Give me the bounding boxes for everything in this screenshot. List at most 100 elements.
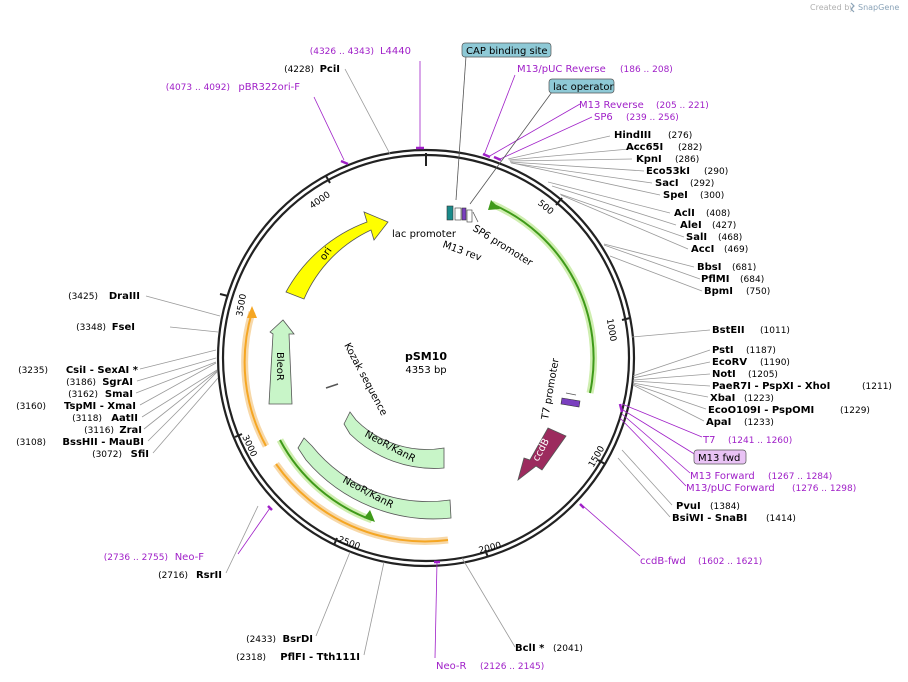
enzyme-pos: (3425) bbox=[68, 292, 98, 302]
enzyme-pos: (1187) bbox=[746, 346, 776, 356]
tick-mark bbox=[597, 459, 606, 465]
orf-arcs bbox=[241, 200, 598, 545]
enzyme-pos: (3348) bbox=[76, 323, 106, 333]
feature-kozak[interactable] bbox=[325, 383, 339, 389]
tick-mark bbox=[234, 433, 243, 438]
enzyme-name: AclI bbox=[674, 208, 695, 219]
plasmid-length: 4353 bp bbox=[405, 365, 446, 376]
enzyme-name: XbaI bbox=[710, 393, 735, 404]
enzyme-pos: (3116) bbox=[84, 426, 114, 436]
enzyme-pos: (3160) bbox=[16, 402, 46, 412]
primer-pos: (1241 .. 1260) bbox=[728, 436, 792, 446]
enzyme-pos: (684) bbox=[740, 275, 764, 285]
enzyme-pos: (300) bbox=[700, 191, 724, 201]
enzyme-pos: (681) bbox=[732, 263, 756, 273]
primer-labels: L4440(4326 .. 4343) pBR322ori-F(4073 .. … bbox=[104, 46, 857, 672]
lac-operator-box[interactable]: lac operator bbox=[548, 78, 614, 94]
m13-fwd-box bbox=[693, 449, 747, 465]
feature-t7-promoter[interactable] bbox=[560, 392, 581, 408]
tick-mark bbox=[333, 537, 338, 546]
box-leaders bbox=[455, 55, 553, 205]
enzyme-name: Eco53kI bbox=[646, 166, 690, 177]
enzyme-pos: (1211) bbox=[862, 382, 892, 392]
enzyme-name: SpeI bbox=[663, 190, 688, 201]
enzyme-name: FseI bbox=[112, 322, 135, 333]
enzyme-name: NotI bbox=[712, 369, 736, 380]
primer-pos: (1602 .. 1621) bbox=[698, 557, 762, 567]
cap-binding-site-box[interactable]: CAP binding site bbox=[461, 42, 552, 58]
credit-brand: SnapGene bbox=[858, 3, 899, 12]
enzyme-name: AleI bbox=[680, 220, 702, 231]
enzyme-name: ApaI bbox=[706, 417, 731, 428]
enzyme-pos: (286) bbox=[675, 155, 699, 165]
tick-mark bbox=[621, 317, 631, 321]
enzyme-name: BclI * bbox=[515, 643, 545, 654]
enzyme-name: BstEII bbox=[712, 325, 745, 336]
primer-pos: (239 .. 256) bbox=[626, 113, 679, 123]
feature-bleor[interactable]: BleoR bbox=[268, 319, 295, 405]
primer-pos: (4073 .. 4092) bbox=[166, 83, 230, 93]
enzyme-pos: (750) bbox=[746, 287, 770, 297]
enzyme-pos: (2318) bbox=[236, 653, 266, 663]
feature-promoters-top[interactable] bbox=[446, 205, 479, 223]
primer-name: M13 fwd bbox=[698, 453, 740, 464]
enzyme-name: RsrII bbox=[196, 570, 222, 581]
enzyme-name: SfiI bbox=[131, 449, 149, 460]
enzyme-name: SalI bbox=[686, 232, 707, 243]
enzyme-name: DraIII bbox=[109, 291, 140, 302]
orf-left-orange bbox=[243, 311, 267, 447]
enzyme-name: BpmI bbox=[704, 286, 733, 297]
primer-name: M13 Forward bbox=[690, 471, 755, 482]
enzyme-labels-right: HindIII(276) Acc65I(282) KpnI(286) Eco53… bbox=[515, 130, 892, 654]
credit-prefix: Created by bbox=[810, 3, 854, 12]
enzyme-name: BsiWI - SnaBI bbox=[672, 513, 747, 524]
tick-label: 500 bbox=[535, 199, 555, 218]
primer-pos: (205 .. 221) bbox=[656, 101, 709, 111]
enzyme-name: AatII bbox=[111, 413, 138, 424]
enzyme-pos: (290) bbox=[704, 167, 728, 177]
enzyme-pos: (408) bbox=[706, 209, 730, 219]
sp6-promoter-label: SP6 promoter bbox=[470, 223, 535, 269]
enzyme-pos: (1414) bbox=[766, 514, 796, 524]
plasmid-backbone bbox=[216, 148, 636, 568]
kozak-label: Kozak sequence bbox=[341, 341, 389, 417]
lac-promoter-mark bbox=[446, 205, 454, 221]
tick-mark bbox=[484, 549, 489, 558]
enzyme-pos: (468) bbox=[718, 233, 742, 243]
primer-pos: (1276 .. 1298) bbox=[792, 484, 856, 494]
primer-name: T7 bbox=[702, 435, 715, 446]
enzyme-name: BsrDI bbox=[282, 634, 313, 645]
enzyme-pos: (3186) bbox=[66, 378, 96, 388]
primer-pos: (2736 .. 2755) bbox=[104, 553, 168, 563]
primer-leaders bbox=[237, 61, 703, 659]
enzyme-labels-left: PciI(4228) DraIII(3425) FseI(3348) CsiI … bbox=[16, 64, 360, 663]
enzyme-name: Acc65I bbox=[626, 142, 663, 153]
enzyme-leaders-right bbox=[461, 135, 711, 648]
feature-ori[interactable]: ori bbox=[285, 211, 389, 300]
enzyme-name: PstI bbox=[712, 345, 734, 356]
feature-neor-kanr-inner[interactable]: NeoR/KanR bbox=[343, 411, 445, 469]
enzyme-name: EcoRV bbox=[712, 357, 747, 368]
cap-binding-site-label: CAP binding site bbox=[466, 46, 548, 57]
orf-right bbox=[491, 203, 595, 394]
enzyme-name: EcoO109I - PspOMI bbox=[708, 405, 814, 416]
enzyme-pos: (1384) bbox=[710, 502, 740, 512]
m13-rev-label: M13 rev bbox=[441, 239, 483, 263]
enzyme-pos: (427) bbox=[712, 221, 736, 231]
primer-name: pBR322ori-F bbox=[238, 82, 300, 93]
feature-label-bleor: BleoR bbox=[274, 352, 285, 381]
enzyme-pos: (3108) bbox=[16, 438, 46, 448]
enzyme-pos: (3162) bbox=[68, 390, 98, 400]
enzyme-pos: (276) bbox=[668, 131, 692, 141]
feature-ccdb[interactable]: ccdB bbox=[517, 427, 567, 482]
primer-name: ccdB-fwd bbox=[640, 556, 686, 567]
enzyme-pos: (469) bbox=[724, 245, 748, 255]
enzyme-leaders-left bbox=[135, 68, 391, 656]
enzyme-name: HindIII bbox=[614, 130, 651, 141]
primer-pos: (2126 .. 2145) bbox=[480, 662, 544, 672]
orf-bottom-green bbox=[279, 439, 373, 521]
enzyme-pos: (1190) bbox=[760, 358, 790, 368]
primer-name: Neo-F bbox=[175, 552, 205, 563]
primer-pos: (186 .. 208) bbox=[620, 65, 673, 75]
